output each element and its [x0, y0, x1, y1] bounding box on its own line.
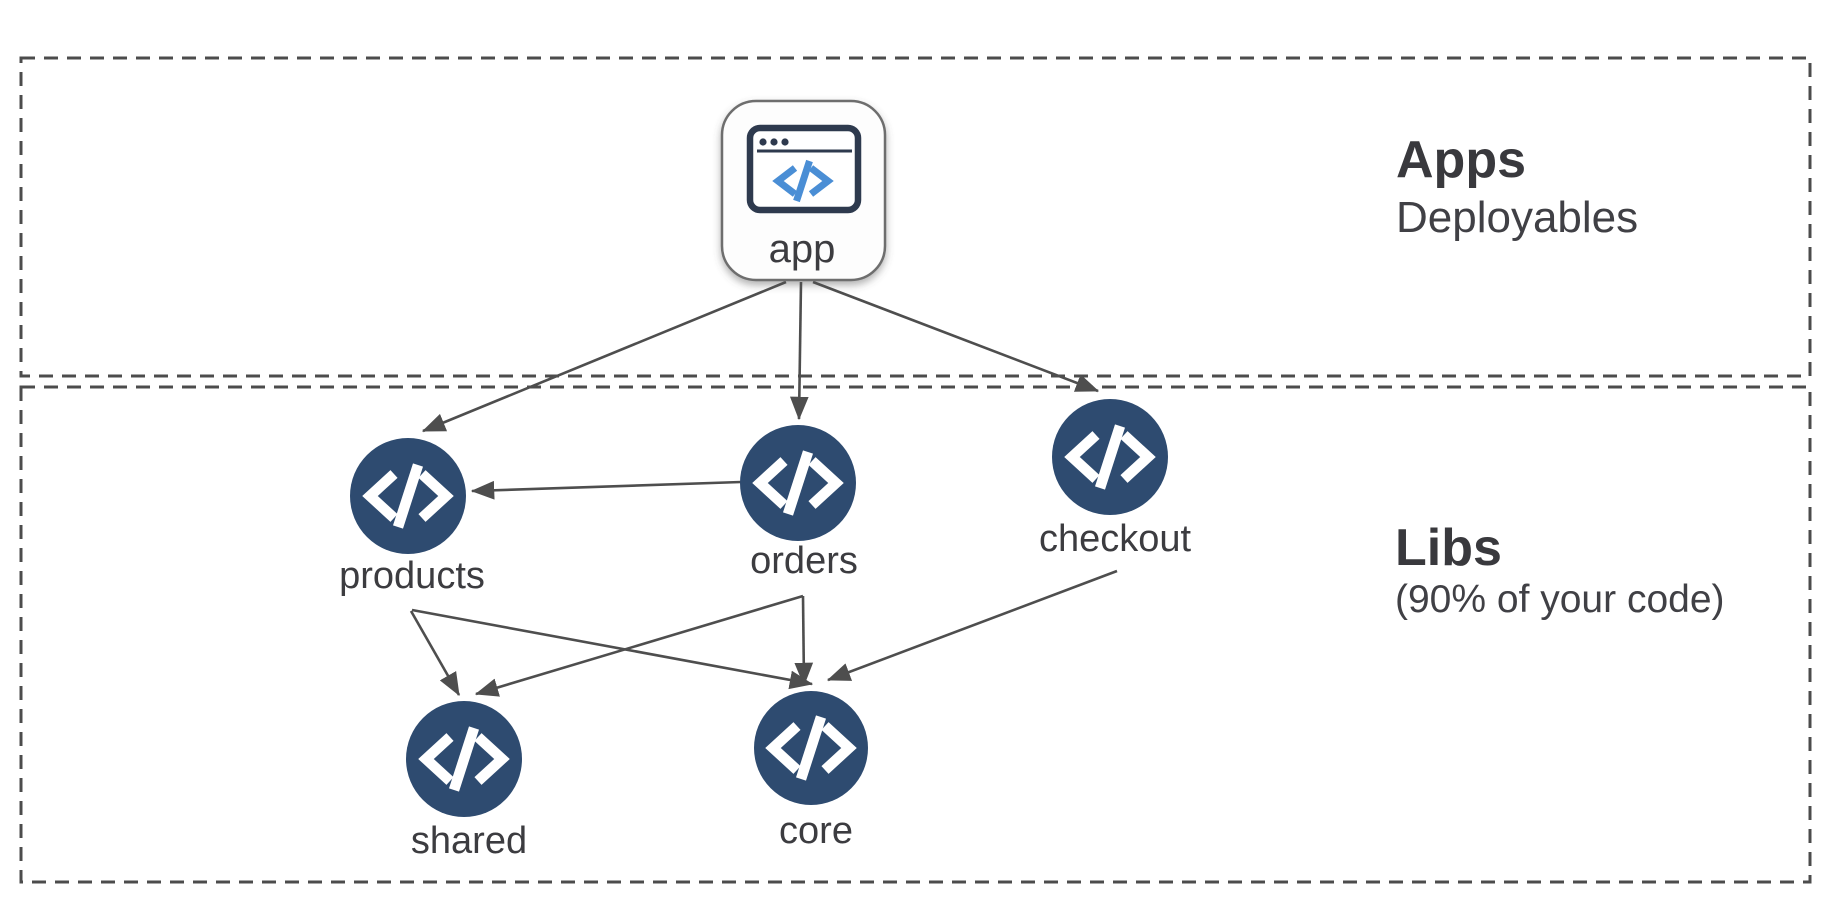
node-label-products: products [339, 555, 485, 597]
edge-products-core [411, 608, 814, 690]
code-glyph [1064, 424, 1156, 490]
apps-section-title: Apps [1396, 131, 1526, 189]
node-products: products [339, 438, 485, 597]
node-label-app: app [769, 227, 836, 271]
libs-section-subtitle: (90% of your code) [1395, 578, 1725, 621]
edge-products-shared [409, 610, 461, 697]
edge-checkout-core [826, 569, 1118, 682]
node-label-checkout: checkout [1039, 518, 1192, 560]
node-core: core [754, 691, 868, 852]
node-label-core: core [779, 810, 853, 852]
code-glyph [418, 726, 510, 792]
apps-section-border [19, 56, 1812, 378]
node-label-shared: shared [411, 820, 527, 862]
libs-section-title: Libs [1395, 519, 1502, 577]
edges [409, 280, 1118, 697]
edge-orders-shared [474, 594, 804, 697]
node-shared: shared [406, 701, 527, 862]
code-glyph [362, 463, 454, 529]
browser-dot [770, 138, 778, 146]
code-glyph-blue [772, 159, 834, 203]
node-label-orders: orders [750, 540, 858, 582]
edge-orders-products [470, 480, 742, 500]
code-glyph [765, 715, 857, 781]
libs-section-border [19, 385, 1812, 884]
edge-app-orders [789, 281, 809, 421]
apps-section-label: Apps Deployables [1396, 131, 1638, 242]
browser-dot [781, 138, 789, 146]
node-checkout: checkout [1039, 399, 1192, 560]
edge-orders-core [794, 595, 814, 687]
browser-code-icon [746, 124, 862, 214]
node-app: app [720, 99, 887, 282]
edge-app-products [421, 280, 787, 433]
edge-app-checkout [812, 280, 1100, 393]
libs-section-label: Libs (90% of your code) [1395, 519, 1725, 621]
node-orders: orders [740, 425, 858, 582]
apps-section-subtitle: Deployables [1396, 193, 1638, 242]
code-glyph [752, 450, 844, 516]
browser-dot [759, 138, 767, 146]
